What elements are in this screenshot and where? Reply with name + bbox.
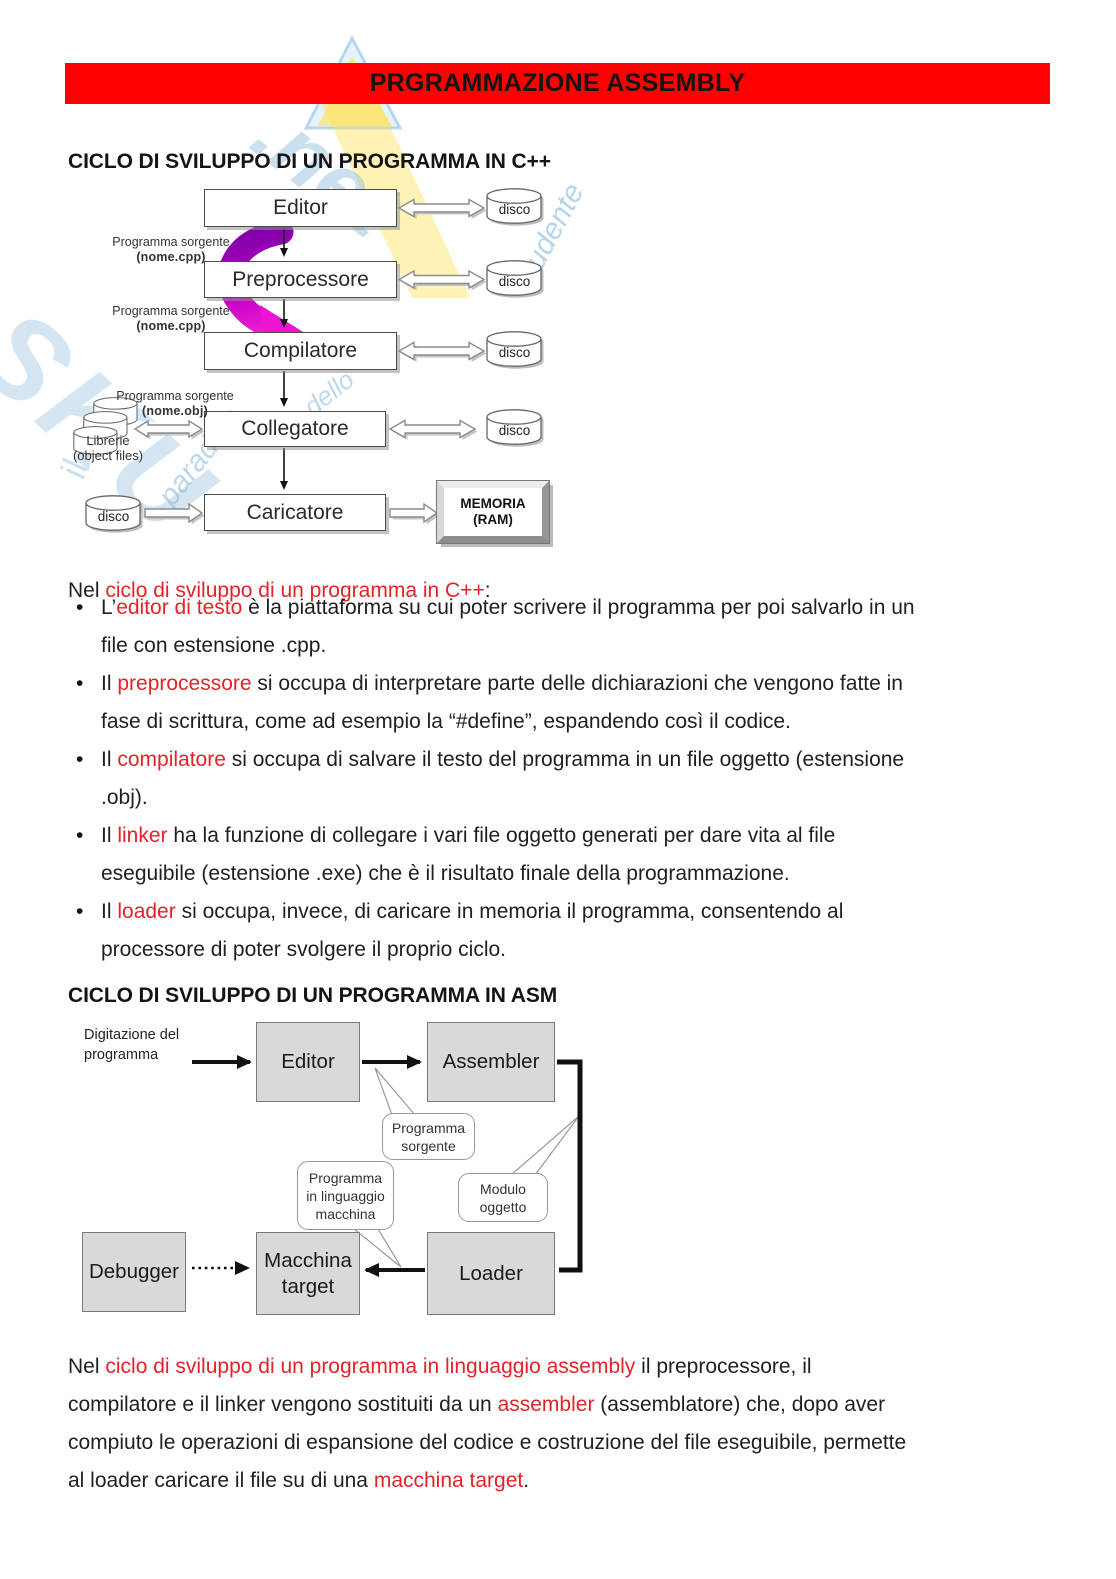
diagram-box-collegatore: Collegatore — [204, 411, 386, 447]
label-line-bold: (nome.cpp) — [136, 319, 206, 333]
diagram-box-preprocessore: Preprocessore — [204, 261, 397, 298]
callout-modulo-oggetto: Modulo oggetto — [458, 1173, 548, 1222]
label-digitazione: Digitazione del programma — [84, 1025, 179, 1065]
callout-programma-linguaggio-macchina: Programma in linguaggio macchina — [297, 1161, 394, 1230]
label-line: (object files) — [72, 448, 144, 463]
bullet-linker: Il linker ha la funzione di collegare i … — [68, 817, 1060, 893]
memory-ram-box: MEMORIA (RAM) — [436, 480, 550, 544]
asm-outro-paragraph: Nel ciclo di sviluppo di un programma in… — [68, 1355, 907, 1492]
label-line: Programma sorgente — [116, 389, 234, 403]
label-programma-sorgente-cpp-1: Programma sorgente (nome.cpp) — [96, 235, 246, 265]
label-line: Programma sorgente — [112, 235, 230, 249]
diagram-box-editor: Editor — [204, 189, 397, 227]
asm-cycle-diagram: Digitazione del programma Editor Assembl… — [60, 1015, 600, 1325]
label-line: programma — [84, 1047, 159, 1063]
disk-label: disco — [498, 202, 531, 217]
bullet-text: L’editor di testo è la piattaforma su cu… — [101, 596, 915, 657]
label-line: Librerie — [86, 433, 130, 448]
bullet-editor: L’editor di testo è la piattaforma su cu… — [68, 589, 1060, 665]
bullet-text: Il preprocessore si occupa di interpreta… — [101, 672, 903, 733]
disk-label: disco — [498, 274, 531, 289]
disk-label: disco — [97, 509, 130, 524]
heading-cpp-cycle: CICLO DI SVILUPPO DI UN PROGRAMMA IN C++ — [68, 150, 551, 173]
callout-line: macchina — [315, 1205, 376, 1222]
bullet-preprocessore: Il preprocessore si occupa di interpreta… — [68, 665, 1060, 741]
diagram-box-caricatore: Caricatore — [204, 494, 386, 531]
bullet-text: Il linker ha la funzione di collegare i … — [101, 824, 836, 885]
label-line: Programma sorgente — [112, 304, 230, 318]
cpp-cycle-diagram: Editor Preprocessore Compilatore Collega… — [60, 185, 560, 560]
label-programma-sorgente-cpp-2: Programma sorgente (nome.cpp) — [96, 304, 246, 334]
diagram-box-compilatore: Compilatore — [204, 332, 397, 370]
memory-label-line2: (RAM) — [473, 512, 513, 527]
callout-line: in linguaggio — [306, 1187, 385, 1204]
box-label-line: Macchina — [264, 1248, 352, 1272]
box-label-line: target — [281, 1274, 335, 1298]
diagram-box-macchina-target: Macchina target — [256, 1232, 360, 1315]
asm-diagram-arrows-svg — [192, 1055, 583, 1277]
title-banner: PRGRAMMAZIONE ASSEMBLY — [65, 63, 1050, 104]
callout-line: Programma — [308, 1169, 383, 1186]
memory-label-line1: MEMORIA — [460, 496, 526, 511]
callout-line: Programma — [391, 1119, 466, 1136]
callout-line: sorgente — [401, 1137, 456, 1154]
label-line-bold: (nome.obj) — [142, 404, 208, 418]
disk-label: disco — [498, 345, 531, 360]
label-line: Digitazione del — [84, 1027, 180, 1043]
diagram-box-debugger: Debugger — [82, 1232, 186, 1312]
cpp-bullet-list: L’editor di testo è la piattaforma su cu… — [68, 589, 1060, 969]
disk-label: disco — [498, 423, 531, 438]
heading-asm-cycle: CICLO DI SVILUPPO DI UN PROGRAMMA IN ASM — [68, 984, 558, 1007]
page-title: PRGRAMMAZIONE ASSEMBLY — [369, 69, 746, 97]
callout-programma-sorgente: Programma sorgente — [382, 1113, 475, 1160]
label-librerie: Librerie (object files) — [48, 433, 168, 463]
bullet-loader: Il loader si occupa, invece, di caricare… — [68, 893, 1060, 969]
diagram-box-assembler: Assembler — [427, 1022, 555, 1102]
bullet-text: Il loader si occupa, invece, di caricare… — [101, 900, 844, 961]
callout-line: Modulo — [480, 1180, 526, 1197]
callout-line: oggetto — [479, 1198, 527, 1215]
bullet-compilatore: Il compilatore si occupa di salvare il t… — [68, 741, 1060, 817]
diagram-box-editor-asm: Editor — [256, 1022, 360, 1102]
bullet-text: Il compilatore si occupa di salvare il t… — [101, 748, 905, 809]
diagram-box-loader: Loader — [427, 1232, 555, 1315]
label-line-bold: (nome.cpp) — [136, 250, 206, 264]
label-programma-sorgente-obj: Programma sorgente (nome.obj) — [100, 389, 250, 419]
